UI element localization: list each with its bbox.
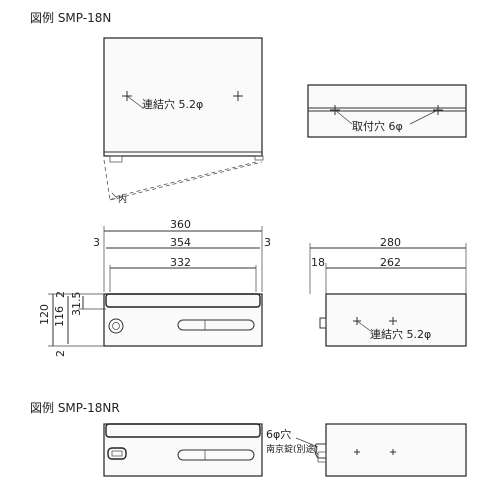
dim-inner-depth: 262	[380, 256, 401, 269]
mount-hole-leader-left	[334, 109, 353, 125]
dim-slot-width: 332	[170, 256, 191, 269]
nr-lock-callout: 南京錠(別途)	[266, 443, 318, 455]
handle-outline	[177, 319, 255, 331]
dim-side-right: 3	[264, 236, 271, 249]
nr-front-slot-flap	[105, 423, 261, 438]
front-hole-leader	[126, 95, 144, 109]
dim-total-height: 120	[38, 304, 51, 325]
side-lock-stub	[319, 317, 327, 329]
front-hole-callout: 連結穴 5.2φ	[142, 97, 203, 111]
hinge-note: 内	[118, 193, 127, 205]
front-hole-mark-right	[233, 91, 243, 101]
side-view: 280 262 18 連結穴 5.2φ	[309, 236, 467, 347]
dim-bottom-height: 2	[54, 350, 67, 357]
mount-hole-callout: 取付穴 6φ	[352, 119, 403, 133]
open-lid-inner	[109, 161, 257, 201]
figure2-title: 図例 SMP-18NR	[30, 401, 120, 415]
front-view: 360 354 3 3 332 120 116 2 2 31.5	[38, 218, 271, 357]
dim-total-depth: 280	[380, 236, 401, 249]
nr-lock-leader	[315, 451, 319, 456]
nr-side-view: 6φ穴 南京錠(別途)	[266, 423, 467, 477]
nr-side-hole-mark-left	[354, 449, 360, 455]
hinge-right	[254, 155, 264, 161]
nr-handle-outline	[177, 449, 255, 461]
nr-hole-leader	[295, 437, 319, 448]
nr-latch	[107, 447, 127, 460]
figure1-title: 図例 SMP-18N	[30, 11, 111, 25]
dial-lock-inner	[112, 322, 120, 330]
nr-front-view	[103, 423, 263, 477]
dim-slot-height: 31.5	[70, 292, 83, 317]
nr-side-body-outline	[325, 423, 467, 477]
side-hole-mark-right	[389, 317, 397, 325]
open-lid-outline	[103, 159, 263, 201]
nr-latch-hole	[111, 450, 123, 457]
dim-top-height: 2	[54, 291, 67, 298]
padlock-icon	[314, 443, 327, 459]
hinge-left	[109, 155, 123, 163]
dim-body-height: 116	[53, 306, 66, 327]
back-view: 取付穴 6φ	[307, 84, 467, 138]
top-view: 連結穴 5.2φ 内	[103, 37, 264, 205]
front-slot-flap	[105, 293, 261, 308]
lid-outline	[103, 37, 263, 157]
side-hole-leader	[356, 320, 373, 333]
side-hole-callout: 連結穴 5.2φ	[370, 327, 431, 341]
nr-side-hole-mark-right	[390, 449, 396, 455]
dim-depth-offset: 18	[311, 256, 325, 269]
padlock-body	[317, 451, 327, 463]
dim-inner-width: 354	[170, 236, 191, 249]
nr-hole-callout: 6φ穴	[266, 427, 291, 441]
dial-lock-outer	[108, 318, 124, 334]
mount-hole-leader-right	[409, 109, 439, 125]
dim-side-left: 3	[93, 236, 100, 249]
hinge-note-leader	[111, 192, 119, 200]
dim-total-width: 360	[170, 218, 191, 231]
